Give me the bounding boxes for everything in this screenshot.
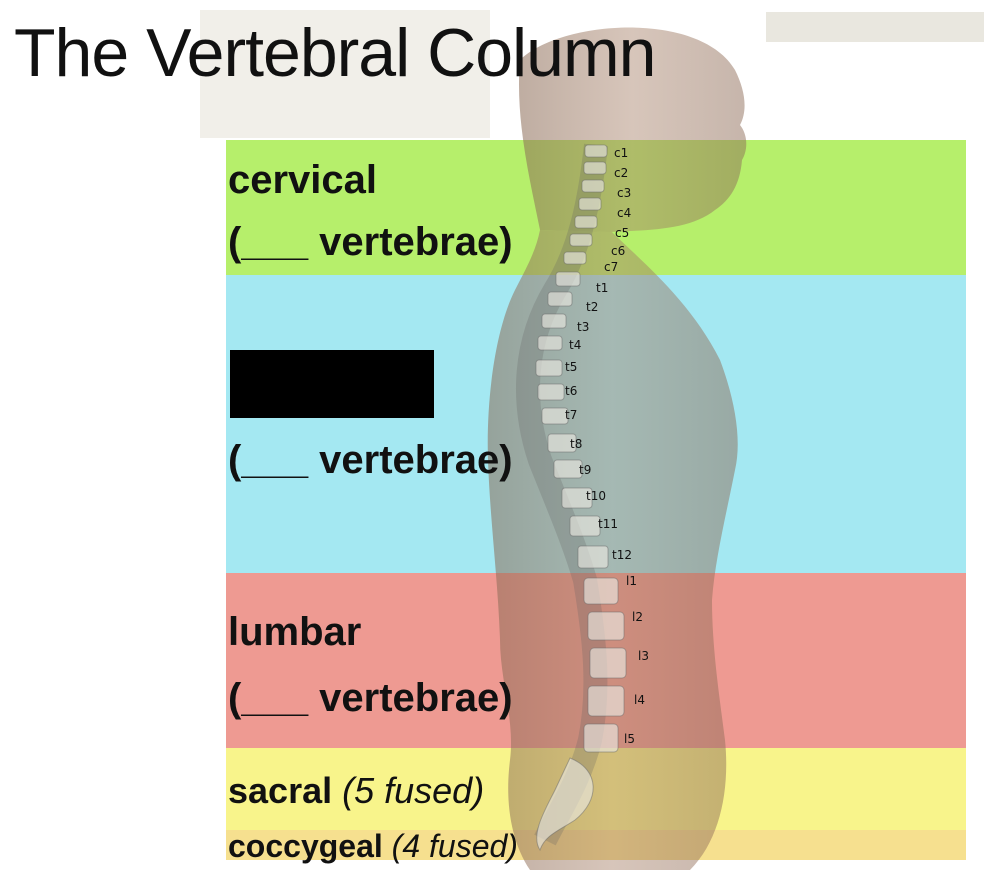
vertebra-label: c1 <box>614 146 629 160</box>
vertebra-label: c5 <box>615 226 630 240</box>
vertebra-label: l2 <box>632 610 643 624</box>
vertebra-label: t6 <box>565 384 578 398</box>
vertebra-label: t11 <box>598 517 618 531</box>
cervical-label: cervical <box>228 158 378 202</box>
cervical-count-blank[interactable]: (___ vertebrae) <box>228 220 513 264</box>
vertebra-label: l1 <box>626 574 637 588</box>
background-panel-left <box>200 10 490 138</box>
vertebra-label: c6 <box>611 244 626 258</box>
vertebra-label: t10 <box>586 489 606 503</box>
vertebra-label: t4 <box>569 338 582 352</box>
vertebra-label: t1 <box>596 281 609 295</box>
vertebra-label: c4 <box>617 206 632 220</box>
lumbar-count-blank[interactable]: (___ vertebrae) <box>228 676 513 720</box>
vertebra-label: t8 <box>570 437 583 451</box>
coccygeal-note: (4 fused) <box>391 828 518 864</box>
vertebra-label: l3 <box>638 649 649 663</box>
coccygeal-name: coccygeal <box>228 828 383 864</box>
vertebra-label: l4 <box>634 693 645 707</box>
sacral-label: sacral (5 fused) <box>228 770 484 812</box>
vertebra-label: c3 <box>617 186 632 200</box>
vertebra-label: t3 <box>577 320 590 334</box>
thoracic-count-blank[interactable]: (___ vertebrae) <box>228 438 513 482</box>
lumbar-region-band <box>226 573 966 748</box>
vertebra-label: t5 <box>565 360 578 374</box>
diagram-title: The Vertebral Column <box>14 15 656 91</box>
thoracic-label-redaction <box>230 350 434 418</box>
vertebra-label: c7 <box>604 260 619 274</box>
coccygeal-label: coccygeal (4 fused) <box>228 828 518 865</box>
sacral-name: sacral <box>228 770 333 811</box>
vertebra-label: t9 <box>579 463 592 477</box>
vertebra-label: c2 <box>614 166 629 180</box>
thoracic-region-band <box>226 275 966 573</box>
vertebra-label: t2 <box>586 300 599 314</box>
background-panel-right <box>766 12 984 42</box>
lumbar-label: lumbar <box>228 610 362 654</box>
vertebra-label: t12 <box>612 548 632 562</box>
vertebra-label: l5 <box>624 732 635 746</box>
vertebra-label: t7 <box>565 408 578 422</box>
sacral-note: (5 fused) <box>342 770 485 811</box>
